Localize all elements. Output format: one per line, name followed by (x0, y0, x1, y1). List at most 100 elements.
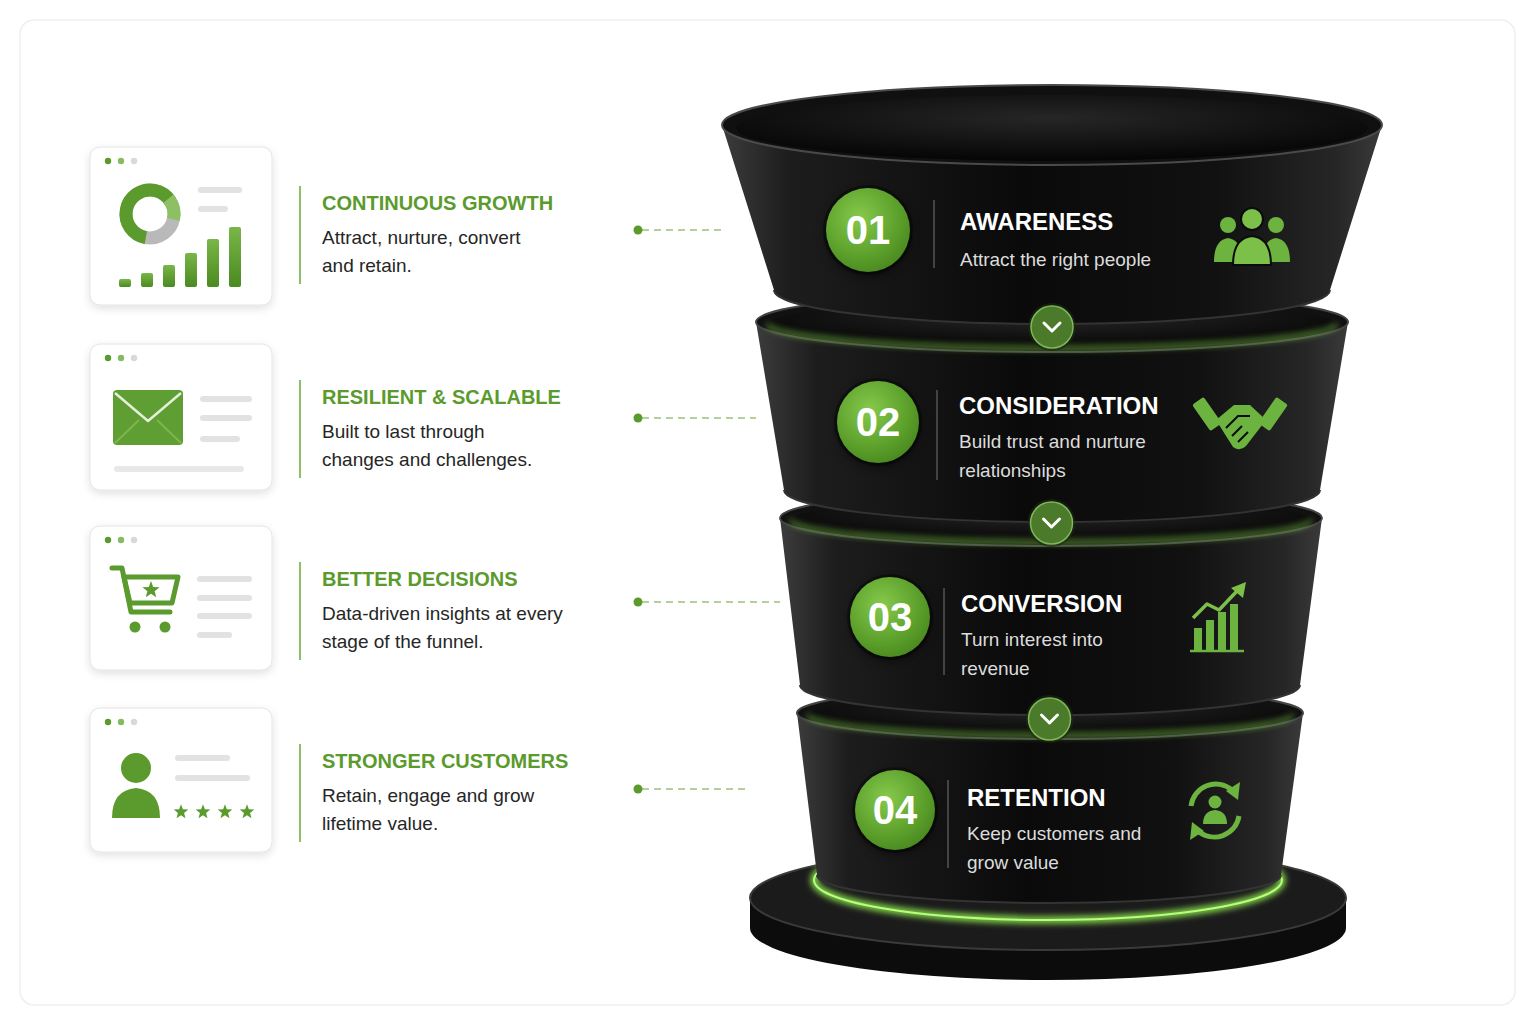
funnel-tier-graphic-part (1192, 397, 1222, 431)
funnel-tier-graphic-part (736, 95, 1368, 161)
customer-card-icon-part (90, 708, 272, 852)
funnel-tier-graphic-part (817, 875, 1281, 903)
envelope-card-icon (90, 344, 272, 490)
benefit-item: CONTINUOUS GROWTHAttract, nurture, conve… (90, 147, 636, 305)
funnel-tier-graphic (750, 687, 1346, 980)
customer-card-icon-part (131, 719, 137, 725)
funnel-tier-graphic-part (1209, 796, 1222, 809)
cart-card-icon-part (124, 577, 178, 603)
envelope-card-icon-part (114, 466, 244, 472)
customer-card-icon-part (105, 719, 111, 725)
benefit-text-column: BETTER DECISIONSData-driven insights at … (299, 562, 622, 660)
customer-card-icon (90, 708, 272, 852)
leader-line (634, 785, 751, 794)
step-number-badge: 03 (850, 577, 930, 657)
tier-text-block: RETENTION Keep customers and grow value (967, 782, 1182, 877)
growth-card-icon (90, 147, 272, 305)
funnel-tier-graphic-part (947, 780, 949, 868)
cart-card-icon-part (130, 622, 141, 633)
envelope-card-icon-part (200, 396, 252, 402)
growth-card-icon-part (131, 158, 137, 164)
step-arrow-halo (1026, 695, 1074, 743)
funnel-tier-graphic-part (780, 518, 1322, 715)
cart-card-icon-part (131, 537, 137, 543)
step-number-badge: 02 (837, 381, 919, 463)
funnel-tier-graphic-part (1220, 217, 1236, 233)
step-arrow-halo (1028, 303, 1076, 351)
funnel-tier-graphic-part (808, 695, 1292, 735)
cart-card-icon-part (197, 576, 252, 582)
funnel-tier-graphic-part (943, 588, 945, 675)
step-arrow (1028, 303, 1076, 351)
benefit-text-column: RESILIENT & SCALABLE Built to last throug… (299, 380, 622, 478)
funnel-tier-graphic-part (1193, 590, 1238, 618)
funnel-tier-graphic-part (722, 85, 1382, 165)
growth-card-icon-part (207, 239, 219, 287)
growth-card-icon-part (198, 187, 242, 193)
customer-card-icon-part (218, 804, 233, 818)
benefit-heading: CONTINUOUS GROWTH (322, 190, 622, 216)
leader-line (634, 226, 723, 235)
benefit-description: Data-driven insights at every stage of t… (322, 600, 587, 656)
funnel-tier-graphic-part (1206, 620, 1214, 650)
funnel-tier-graphic-part (1233, 236, 1271, 265)
funnel-tier-graphic-part (1190, 650, 1244, 653)
funnel-tier-graphic-part (1198, 816, 1239, 837)
growth-card-icon-part (119, 279, 131, 287)
customer-card-icon-part (174, 804, 189, 818)
tier-text-block: CONVERSIONTurn interest into revenue (961, 588, 1184, 683)
stage-title: CONSIDERATION (959, 390, 1195, 422)
step-number: 04 (873, 788, 918, 832)
funnel-tier-graphic-part (797, 687, 1303, 739)
funnel-tier-graphic (722, 85, 1382, 324)
benefit-description: Built to last through changes and challe… (322, 418, 538, 474)
arrow-head (1044, 323, 1060, 331)
leader-dot (634, 226, 643, 235)
funnel-tier-graphic-part (768, 324, 1336, 348)
leader-line (634, 414, 757, 423)
growth-card-icon-part (185, 253, 197, 287)
arrow-head (1042, 715, 1058, 723)
customer-card-icon-part (240, 804, 255, 818)
step-number: 01 (846, 208, 891, 252)
step-arrow (1026, 695, 1074, 743)
step-number: 02 (856, 400, 901, 444)
cart-card-icon-part (105, 537, 111, 543)
cart-card-icon (90, 526, 272, 670)
customer-card-icon-part (118, 719, 124, 725)
envelope-card-icon-part (115, 393, 181, 421)
step-arrow-disc (1031, 306, 1073, 348)
growth-card-icon-part (229, 227, 241, 287)
tier-text-block: AWARENESSAttract the right people (960, 206, 1208, 274)
leader-dash (642, 788, 750, 790)
benefit-item: BETTER DECISIONSData-driven insights at … (90, 526, 636, 670)
funnel-tier-graphic-part (1232, 426, 1242, 436)
funnel-tier-graphic-part (1226, 782, 1240, 800)
benefit-item: STRONGER CUSTOMERSRetain, engage and gro… (90, 708, 636, 852)
step-number-badge: 01 (826, 188, 910, 272)
funnel-tier: AWARENESSAttract the right people 01 (722, 85, 1382, 327)
cart-card-icon-part (142, 581, 159, 597)
envelope-card-icon-part (118, 355, 124, 361)
step-arrow (1028, 499, 1076, 547)
stage-description: Keep customers and grow value (967, 819, 1162, 877)
benefit-item: RESILIENT & SCALABLE Built to last throug… (90, 344, 636, 490)
customer-card-icon-part (121, 753, 151, 783)
envelope-card-icon-part (105, 355, 111, 361)
benefit-heading: STRONGER CUSTOMERS (322, 748, 622, 774)
funnel-tier-graphic (756, 292, 1348, 522)
envelope-card-icon-part (200, 436, 240, 442)
envelope-card-icon-part (115, 420, 139, 443)
envelope-card-icon-part (131, 355, 137, 361)
funnel-tier-graphic-part (756, 292, 1348, 352)
cart-card-icon-part (197, 632, 232, 638)
stage-title: RETENTION (967, 782, 1182, 814)
leader-dash (642, 601, 780, 603)
funnel-tier-graphic-part (808, 715, 1292, 735)
funnel-tier-graphic-part (780, 490, 1322, 546)
envelope-card-icon-part (200, 415, 252, 421)
benefit-text-column: CONTINUOUS GROWTHAttract, nurture, conve… (299, 186, 622, 284)
benefit-heading: RESILIENT & SCALABLE (322, 384, 622, 410)
stage-title: AWARENESS (960, 206, 1208, 238)
